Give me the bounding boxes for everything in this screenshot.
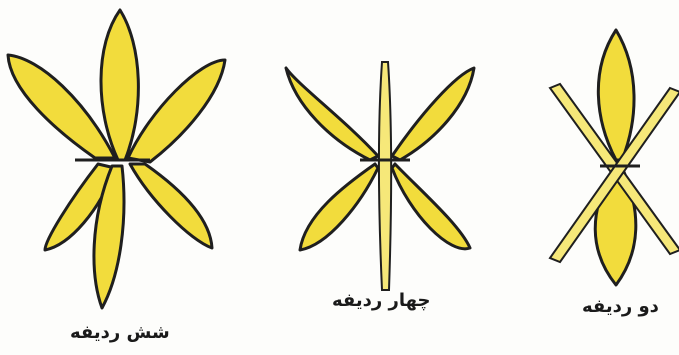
petal (8, 55, 115, 158)
petal (130, 164, 212, 248)
petal (300, 164, 378, 250)
caption-two-row: دو ردیفه (582, 296, 659, 317)
four-row-flower (286, 62, 474, 290)
petal (598, 30, 634, 160)
six-row-flower (8, 10, 225, 308)
petal (392, 164, 470, 249)
petal (286, 68, 378, 160)
center-stem (379, 62, 391, 290)
caption-four-row: چهار ردیفه (332, 290, 430, 311)
petal (101, 10, 138, 160)
petal (392, 68, 474, 160)
two-row-flower (550, 30, 679, 285)
caption-six-row: شش ردیفه (70, 322, 170, 343)
petal (128, 60, 225, 162)
